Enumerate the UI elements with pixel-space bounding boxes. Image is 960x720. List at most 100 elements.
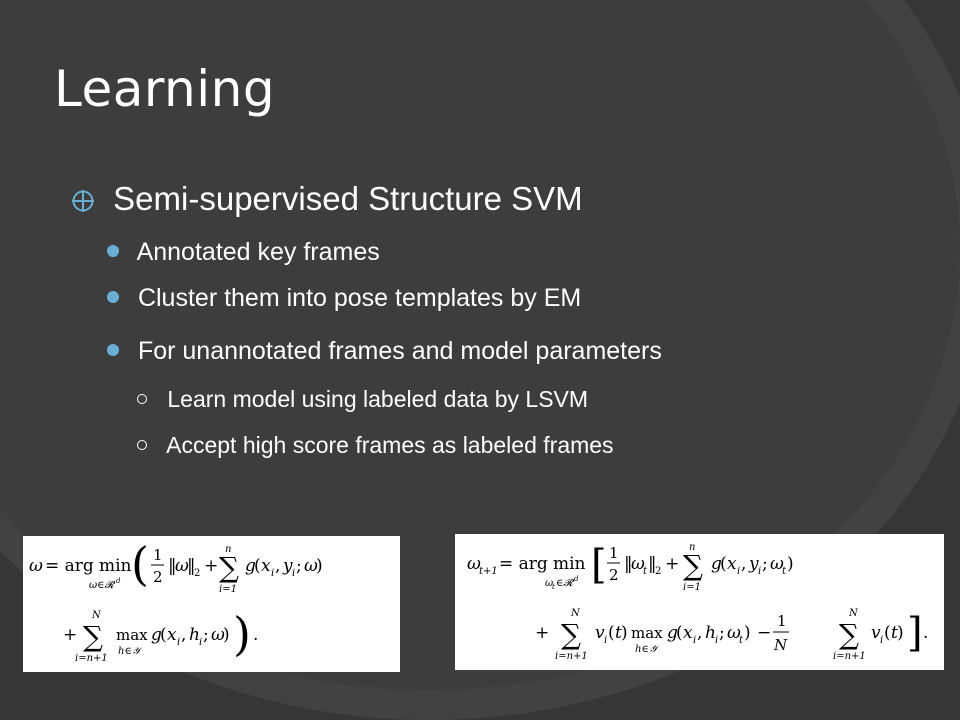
svg-text:x: x [727, 554, 737, 574]
svg-text:ω: ω [467, 554, 481, 574]
svg-text:1: 1 [777, 612, 787, 630]
svg-text:+: + [204, 556, 218, 576]
svg-text:h∈𝒴: h∈𝒴 [118, 646, 143, 657]
svg-text:i: i [604, 635, 607, 646]
bullet-text: Semi-supervised Structure SVM [113, 180, 583, 217]
svg-text:;: ; [203, 625, 209, 645]
svg-text:x: x [167, 625, 177, 645]
svg-text:i: i [271, 568, 274, 579]
svg-text:max: max [116, 626, 148, 644]
svg-text:ω: ω [211, 625, 225, 645]
svg-text:i=n+1: i=n+1 [833, 651, 866, 662]
svg-text:∈𝓡: ∈𝓡 [556, 578, 574, 589]
svg-text:ω∈𝓡: ω∈𝓡 [89, 580, 116, 591]
bullet-level2: Cluster them into pose templates by EM [107, 284, 581, 313]
svg-text:g: g [151, 625, 162, 645]
svg-text:g: g [245, 556, 256, 576]
svg-text:): ) [316, 556, 323, 576]
svg-text:t: t [891, 623, 898, 643]
svg-text:1: 1 [609, 544, 619, 562]
svg-text:i: i [199, 637, 202, 648]
svg-text:): ) [744, 623, 751, 643]
svg-text:]: ] [907, 610, 923, 656]
svg-text:t: t [643, 566, 648, 577]
svg-text:d: d [116, 577, 121, 585]
bullet-text: Accept high score frames as labeled fram… [166, 432, 614, 458]
svg-text:‖: ‖ [187, 556, 196, 576]
equation-2-render: ω t+1 = arg min ω t ∈𝓡 d [ 1 2 ‖ ω t ‖ 2… [467, 542, 928, 662]
svg-text:1: 1 [153, 546, 163, 564]
svg-text:g: g [667, 623, 678, 643]
svg-text:∑: ∑ [83, 620, 103, 653]
dot-bullet-icon [107, 291, 119, 303]
svg-text:max: max [631, 624, 663, 642]
svg-text:2: 2 [153, 568, 163, 586]
svg-text:): ) [223, 625, 230, 645]
svg-text:): ) [787, 554, 794, 574]
svg-text:ω: ω [631, 554, 645, 574]
svg-text:+: + [63, 625, 77, 645]
svg-text:+: + [665, 554, 679, 574]
svg-text:(: ( [720, 554, 727, 574]
svg-text:ω: ω [29, 556, 43, 576]
svg-text:2: 2 [194, 568, 200, 579]
svg-text:h∈𝒴: h∈𝒴 [635, 644, 660, 655]
svg-text:(: ( [254, 556, 261, 576]
bullet-level1: Semi-supervised Structure SVM [72, 180, 583, 218]
svg-text:N: N [848, 608, 859, 619]
svg-text:ω: ω [727, 623, 741, 643]
bullet-text: Cluster them into pose templates by EM [137, 284, 582, 312]
bullet-text: Learn model using labeled data by LSVM [167, 386, 589, 412]
svg-text:ω: ω [545, 578, 553, 589]
svg-text:d: d [574, 575, 579, 583]
svg-text:+: + [535, 623, 549, 643]
svg-text:i: i [292, 568, 295, 579]
svg-text:i: i [758, 566, 761, 577]
svg-text:‖: ‖ [168, 556, 177, 576]
svg-text:.: . [253, 625, 258, 645]
svg-text:‖: ‖ [624, 554, 633, 574]
bullet-text: Annotated key frames [136, 238, 380, 266]
svg-text:t: t [615, 623, 622, 643]
svg-text:v: v [871, 623, 881, 643]
svg-text:i: i [737, 566, 740, 577]
svg-text:2: 2 [609, 566, 619, 584]
svg-text:;: ; [296, 556, 302, 576]
bullet-level2: For unannotated frames and model paramet… [107, 337, 662, 366]
dot-bullet-icon [107, 344, 119, 356]
svg-text:,: , [181, 625, 186, 645]
svg-text:N: N [570, 608, 581, 619]
bullet-text: For unannotated frames and model paramet… [137, 337, 662, 365]
svg-text:[: [ [591, 542, 607, 588]
svg-text:y: y [748, 554, 759, 574]
svg-text:(: ( [131, 537, 149, 591]
svg-text:= arg: = arg [499, 554, 548, 574]
bullet-level3: Learn model using labeled data by LSVM [137, 386, 588, 413]
svg-text:.: . [923, 623, 928, 643]
svg-text:g: g [711, 554, 722, 574]
target-bullet-icon [72, 190, 94, 212]
svg-text:x: x [683, 623, 693, 643]
svg-text:i=1: i=1 [683, 582, 701, 593]
svg-text:∑: ∑ [839, 618, 859, 651]
svg-text:i: i [693, 635, 696, 646]
svg-text:,: , [275, 556, 280, 576]
svg-text:∑: ∑ [683, 549, 703, 582]
svg-text:‖: ‖ [648, 554, 657, 574]
equation-1-render: ω = arg min ω∈𝓡 d ( 1 2 ‖ ω ‖ 2 + n ∑ i=… [29, 537, 323, 664]
equation-image-2: ω t+1 = arg min ω t ∈𝓡 d [ 1 2 ‖ ω t ‖ 2… [455, 534, 944, 670]
svg-text:n: n [225, 544, 231, 555]
svg-text:i=n+1: i=n+1 [75, 653, 108, 664]
svg-text:(: ( [884, 623, 891, 643]
hollow-circle-bullet-icon [137, 440, 147, 450]
svg-text:;: ; [719, 623, 725, 643]
svg-text:,: , [741, 554, 746, 574]
svg-text:i: i [177, 637, 180, 648]
svg-text:v: v [595, 623, 605, 643]
equation-image-1: ω = arg min ω∈𝓡 d ( 1 2 ‖ ω ‖ 2 + n ∑ i=… [23, 536, 400, 672]
svg-text:i: i [715, 635, 718, 646]
svg-text:;: ; [762, 554, 768, 574]
svg-text:): ) [621, 623, 628, 643]
slide-title: Learning [54, 60, 276, 118]
